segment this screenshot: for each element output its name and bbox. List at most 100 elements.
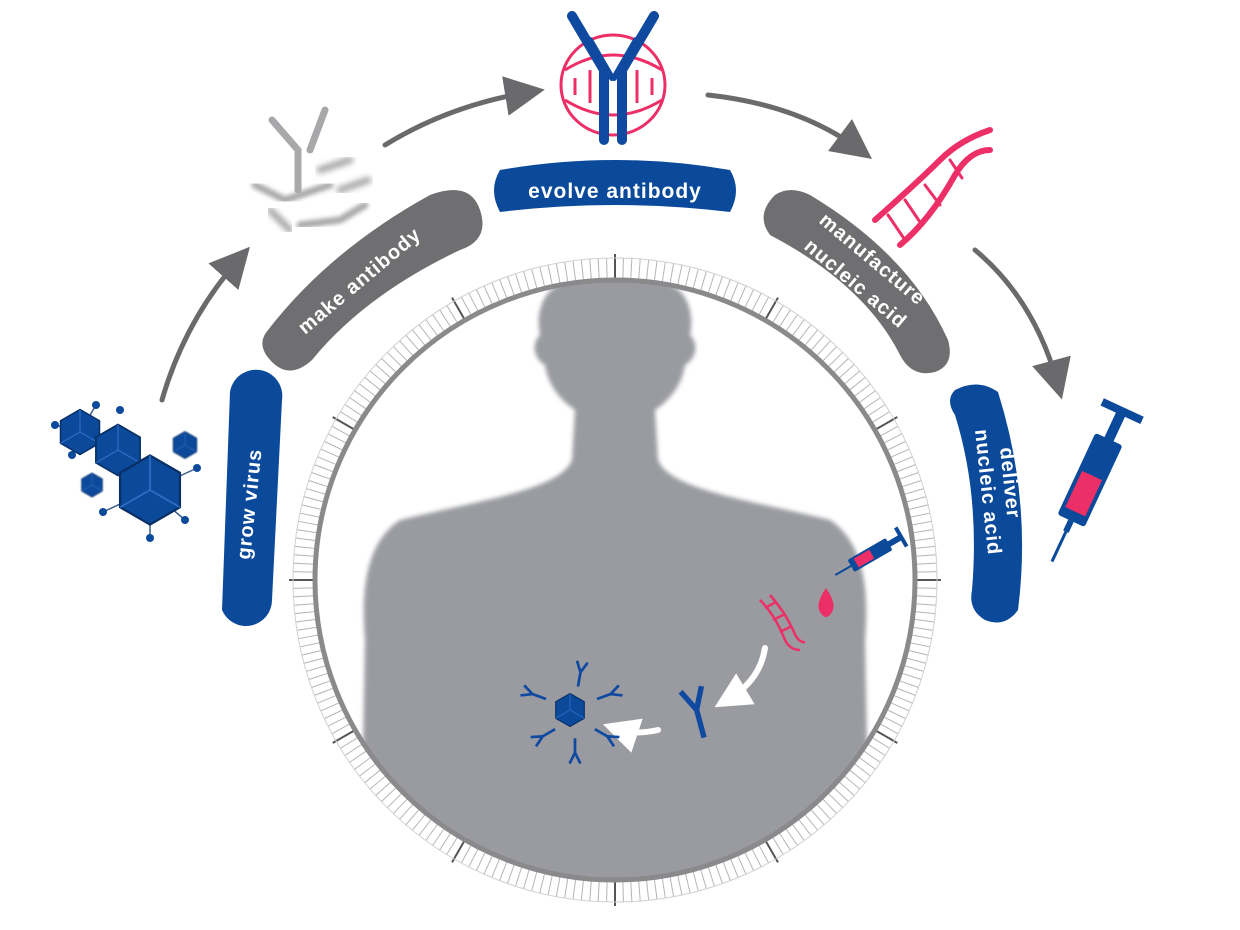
ring-tick bbox=[916, 571, 937, 573]
ring-tick bbox=[779, 309, 791, 327]
ring-tick bbox=[669, 263, 675, 284]
ring-tick bbox=[715, 276, 723, 296]
ring-tick bbox=[792, 319, 805, 336]
ring-tick bbox=[298, 520, 319, 526]
ring-tick bbox=[758, 296, 770, 315]
dna-helix-icon bbox=[872, 127, 993, 248]
ring-tick bbox=[311, 680, 331, 688]
ring-tick bbox=[902, 480, 922, 488]
ring-tick bbox=[344, 404, 362, 416]
ring-tick bbox=[327, 716, 347, 727]
ring-tick bbox=[597, 881, 600, 902]
ring-tick bbox=[685, 266, 691, 287]
ring-tick bbox=[460, 845, 472, 864]
ring-tick bbox=[908, 650, 929, 656]
ring-tick bbox=[911, 634, 932, 640]
ring-tick bbox=[468, 292, 479, 312]
ring-tick bbox=[293, 603, 314, 606]
ring-tick bbox=[622, 881, 624, 902]
ring-tick bbox=[580, 880, 584, 901]
ring-tick bbox=[916, 554, 937, 557]
ring-tick bbox=[916, 562, 937, 565]
ring-tick bbox=[722, 861, 731, 881]
ring-tick bbox=[418, 324, 432, 341]
ring-tick bbox=[758, 845, 770, 864]
ring-tick bbox=[303, 657, 324, 664]
ring-tick bbox=[359, 763, 376, 777]
ring-tick bbox=[507, 864, 515, 884]
ring-tick bbox=[887, 709, 906, 720]
ring-tick bbox=[311, 472, 331, 480]
ring-tick bbox=[293, 554, 314, 557]
ring-tick bbox=[320, 448, 340, 458]
antibody-cluster-icon bbox=[251, 106, 372, 234]
arrow-evolve-to-manufacture bbox=[705, 92, 873, 159]
ring-tick bbox=[572, 879, 577, 900]
ring-tick bbox=[914, 537, 935, 542]
ring-tick bbox=[804, 814, 819, 831]
arrow-make-to-evolve bbox=[382, 76, 545, 148]
ring-tick bbox=[439, 309, 451, 327]
ring-tick bbox=[340, 411, 358, 423]
ring-tick bbox=[916, 595, 937, 598]
ring-tick bbox=[308, 480, 328, 488]
ring-tick bbox=[804, 329, 819, 346]
ring-tick bbox=[295, 618, 316, 623]
ring-tick bbox=[306, 665, 326, 672]
ring-tick bbox=[314, 464, 334, 473]
ring-tick bbox=[369, 370, 386, 385]
ring-tick bbox=[638, 258, 641, 279]
ring-tick bbox=[883, 716, 903, 727]
ring-tick bbox=[359, 383, 376, 397]
ring-tick bbox=[906, 657, 927, 664]
ring-tick bbox=[915, 545, 936, 549]
ring-tick bbox=[507, 276, 515, 296]
ring-tick bbox=[331, 723, 350, 735]
stage-manufacture-nucleic-acid: manufacture nucleic acid bbox=[763, 190, 950, 374]
ring-tick bbox=[432, 314, 445, 332]
ring-tick bbox=[859, 757, 876, 770]
body-flow-arrows bbox=[602, 645, 768, 753]
ring-tick bbox=[306, 488, 326, 495]
ring-tick bbox=[810, 334, 825, 351]
ring-tick bbox=[499, 861, 508, 881]
ring-tick bbox=[314, 687, 334, 696]
ring-tick bbox=[399, 340, 414, 356]
ring-tick bbox=[446, 837, 458, 855]
virus-cluster-icon bbox=[51, 401, 201, 542]
ring-tick bbox=[914, 618, 935, 623]
arrow-grow-to-make bbox=[159, 246, 250, 403]
ring-tick bbox=[606, 881, 608, 902]
ring-tick bbox=[293, 571, 314, 573]
ring-tick bbox=[317, 456, 337, 465]
ring-tick bbox=[460, 296, 472, 315]
ring-tick bbox=[331, 425, 350, 437]
ring-tick bbox=[499, 279, 508, 299]
tick-ring bbox=[289, 254, 941, 906]
ring-tick bbox=[887, 440, 906, 451]
ring-tick bbox=[399, 804, 414, 820]
ring-tick bbox=[418, 819, 432, 836]
ring-tick bbox=[475, 289, 486, 308]
ring-tick bbox=[555, 876, 561, 897]
ring-tick bbox=[859, 390, 876, 403]
ring-tick bbox=[630, 258, 633, 279]
small-syringe-icon bbox=[834, 526, 909, 576]
ring-tick bbox=[555, 263, 561, 284]
ring-tick bbox=[606, 258, 608, 279]
ring-tick bbox=[369, 775, 386, 790]
ring-tick bbox=[792, 824, 805, 841]
ring-tick bbox=[822, 346, 838, 362]
ring-tick bbox=[375, 364, 391, 379]
ring-tick bbox=[700, 271, 707, 291]
ring-tick bbox=[785, 314, 798, 332]
drop-icon bbox=[818, 588, 834, 617]
ring-tick bbox=[432, 828, 445, 846]
ring-tick bbox=[893, 695, 913, 704]
ring-tick bbox=[707, 867, 715, 887]
arrow-manufacture-to-deliver bbox=[972, 247, 1071, 400]
ring-tick bbox=[411, 329, 426, 346]
ring-tick bbox=[531, 871, 538, 892]
ring-tick bbox=[572, 260, 577, 281]
ring-tick bbox=[730, 282, 739, 302]
